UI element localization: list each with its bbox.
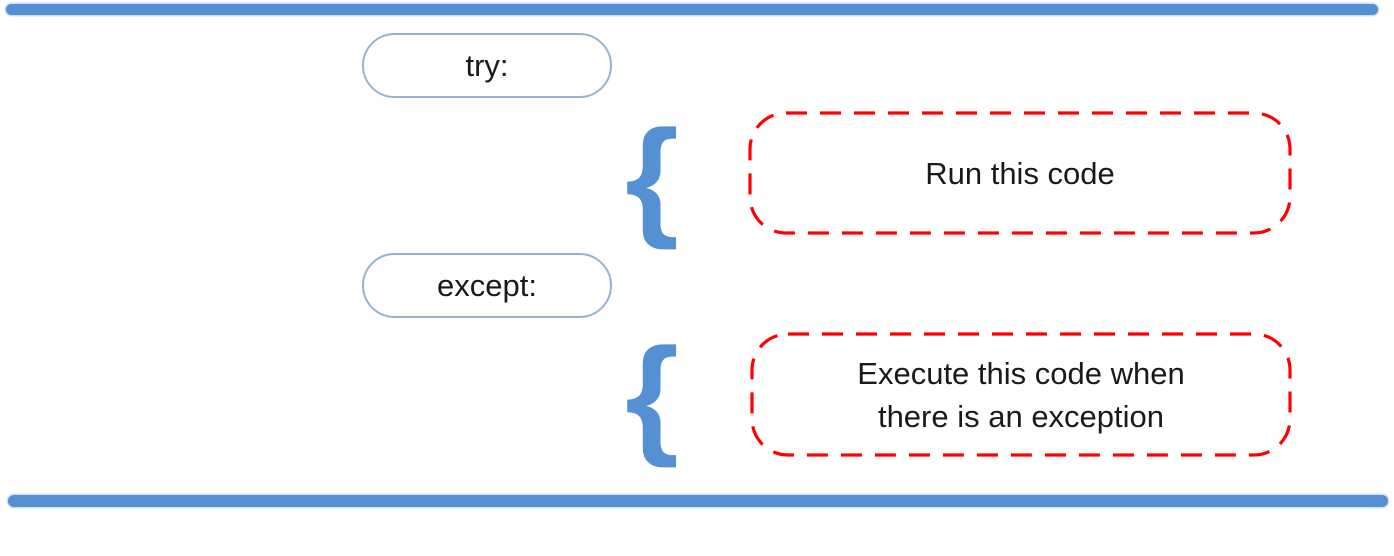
except-keyword-label: except: bbox=[437, 267, 537, 303]
top-border-bar bbox=[6, 4, 1378, 15]
except-note-line2: there is an exception bbox=[877, 398, 1165, 434]
try-note-text: Run this code bbox=[925, 155, 1115, 191]
curly-brace-icon: { bbox=[615, 107, 689, 247]
try-keyword-label: try: bbox=[465, 47, 509, 83]
try-note-box: Run this code bbox=[748, 111, 1292, 235]
except-keyword-pill: except: bbox=[362, 253, 612, 318]
bottom-border-bar bbox=[8, 495, 1388, 507]
except-note-line1: Execute this code when bbox=[857, 355, 1185, 391]
except-note-box: Execute this code when there is an excep… bbox=[750, 332, 1292, 457]
curly-brace-icon: { bbox=[615, 325, 689, 465]
curly-brace-glyph: { bbox=[625, 321, 679, 468]
curly-brace-glyph: { bbox=[625, 103, 679, 250]
try-keyword-pill: try: bbox=[362, 33, 612, 98]
